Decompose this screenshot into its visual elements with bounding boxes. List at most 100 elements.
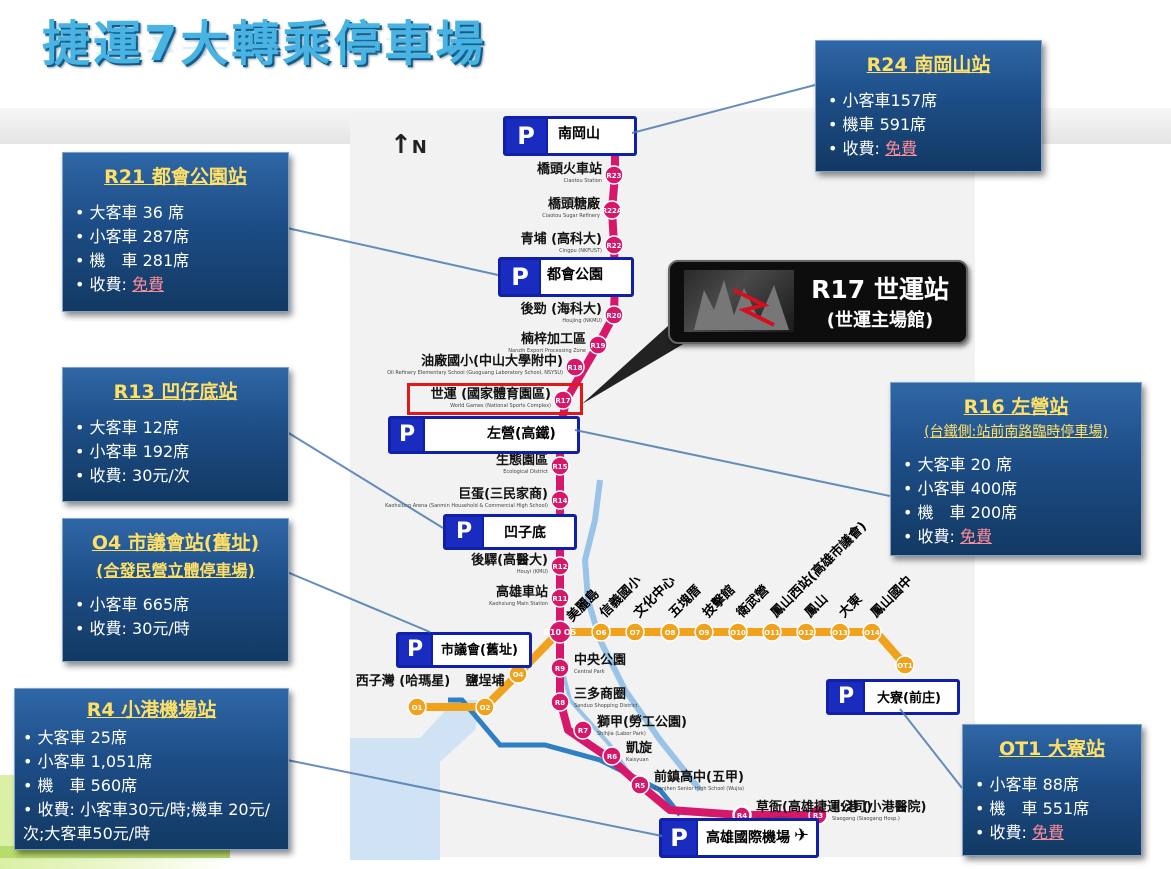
callout-ot1: OT1 大寮站 小客車 88席 機 車 551席 收費: 免費: [962, 724, 1142, 856]
parking-icon: P: [501, 260, 539, 294]
callout-subtitle: (世運主場館): [826, 310, 934, 331]
station-dot-r23-code: R23: [606, 172, 621, 180]
callout-item: 大客車 20 席: [903, 453, 1141, 477]
station-dot-o6: [591, 622, 611, 642]
callout-item-fee: 收費: 免費: [828, 137, 1041, 161]
station-label-o2: 鹽埕埔: [465, 673, 504, 689]
station-label-r5-en: Cianjhen Senior High School (Wujia): [654, 786, 744, 792]
station-dot-r8-code: R8: [555, 699, 565, 707]
station-label-r22a-en: Ciaotou Sugar Refinery: [542, 213, 600, 219]
station-label-r12: 後驛(高醫大): [471, 552, 548, 568]
callout-r16: R16 左營站 (台鐵側:站前南路臨時停車場) 大客車 20 席 小客車 400…: [890, 382, 1142, 556]
callout-item: 小客車 1,051席: [23, 750, 278, 774]
callout-item: 機 車 200席: [903, 501, 1141, 525]
parking-icon: P: [662, 821, 696, 855]
station-label-r17: 世運 (國家體育園區): [431, 386, 551, 402]
callout-title: R24 南岡山站: [866, 54, 991, 76]
station-label-r19: 楠梓加工區: [520, 331, 586, 347]
callout-r17: R17 世運站 (世運主場館): [668, 260, 968, 344]
station-dot-r22a: [602, 200, 622, 220]
callout-item: 機 車 281席: [75, 249, 288, 273]
fee-free-link[interactable]: 免費: [132, 275, 165, 294]
station-dot-r6-code: R6: [607, 753, 617, 761]
station-dot-o1-code: O1: [412, 704, 423, 712]
fee-free-link[interactable]: 免費: [960, 527, 993, 546]
station-dot-r7-code: R7: [578, 727, 588, 735]
station-label-o1: 西子灣 (哈瑪星): [356, 673, 450, 689]
world-games-photo: [684, 270, 794, 332]
parking-icon: P: [391, 419, 423, 451]
callout-item: 小客車 192席: [75, 440, 288, 464]
station-label-r11-en: Kaohsiung Main Station: [489, 601, 548, 607]
callout-title: R17 世運站: [811, 275, 949, 304]
parking-marker-r13: P 凹子底: [443, 514, 577, 550]
callout-item-fee: 收費: 免費: [903, 525, 1141, 549]
callout-item: 機 車 551席: [975, 797, 1141, 821]
callout-item: 大客車 12席: [75, 416, 288, 440]
page-title: 捷運7大轉乘停車場: [42, 16, 487, 72]
station-dot-o2: [475, 697, 495, 717]
station-dot-ot1-code: OT1: [897, 662, 913, 670]
station-label-ot1: 大寮(前庄): [877, 691, 941, 706]
station-label-r6: 凱旋: [626, 740, 653, 756]
callout-r13: R13 凹仔底站 大客車 12席 小客車 192席 收費: 30元/次: [62, 367, 289, 502]
station-dot-r22-code: R22: [606, 242, 621, 250]
airplane-icon: ✈: [794, 825, 810, 846]
fee-free-link[interactable]: 免費: [885, 139, 918, 158]
station-label-r13: 凹子底: [504, 525, 546, 541]
callout-item: 機車 591席: [828, 113, 1041, 137]
station-dot-o12-code: O12: [798, 629, 814, 637]
station-dot-o7-code: O7: [630, 629, 641, 637]
station-label-r3-en: Siaogang (Siaogang Hosp.): [832, 816, 900, 822]
callout-item: 小客車 665席: [75, 593, 288, 617]
station-dot-r17: [553, 390, 573, 410]
callout-r21: R21 都會公園站 大客車 36 席 小客車 287席 機 車 281席 收費:…: [62, 152, 289, 312]
station-dot-r22a-code: R22A: [602, 207, 623, 215]
callout-item: 小客車 400席: [903, 477, 1141, 501]
station-dot-o12: [796, 622, 816, 642]
station-dot-r14: [550, 490, 570, 510]
station-dot-r7: [573, 720, 593, 740]
callout-item: 收費: 小客車30元/時;機車 20元/次;大客車50元/時: [23, 798, 278, 846]
station-dot-o13: [830, 622, 850, 642]
station-label-r14: 巨蛋(三民家商): [458, 486, 548, 502]
station-dot-o10-code: O10: [730, 629, 746, 637]
callout-item: 小客車 287席: [75, 225, 288, 249]
callout-subtitle: (台鐵側:站前南路臨時停車場): [924, 424, 1108, 440]
station-dot-r12: [550, 556, 570, 576]
station-dot-r14-code: R14: [552, 497, 567, 505]
station-label-r15: 生態園區: [496, 452, 548, 468]
station-label-o4: 市議會(舊址): [441, 643, 518, 658]
fee-free-link[interactable]: 免費: [1032, 823, 1065, 842]
station-label-r17-en: World Games (National Sports Complex): [450, 403, 551, 409]
station-dot-o9-code: O9: [699, 629, 710, 637]
station-dot-r22: [604, 235, 624, 255]
station-dot-o14: [862, 622, 882, 642]
station-dot-r3-code: R3: [813, 812, 823, 820]
river-line: [581, 479, 703, 792]
station-dot-r11-code: R11: [552, 595, 567, 603]
station-dot-o9: [694, 622, 714, 642]
callout-item: 大客車 25席: [23, 726, 278, 750]
station-dot-r8: [550, 692, 570, 712]
callout-item: 大客車 36 席: [75, 201, 288, 225]
station-label-r22a: 橋頭糖廠: [548, 196, 601, 212]
callout-item-fee: 收費: 免費: [975, 821, 1141, 845]
station-label-r21: 都會公園: [547, 267, 603, 283]
station-dot-r11: [550, 588, 570, 608]
callout-title: R4 小港機場站: [86, 699, 217, 721]
parking-marker-r24: P 南岡山: [503, 116, 637, 156]
station-label-r20: 後勁 (海科大): [521, 301, 602, 317]
station-dot-r19-code: R19: [590, 342, 605, 350]
station-label-r19-en: Nanzih Export Processing Zone: [508, 348, 586, 354]
callout-item: 收費: 30元/次: [75, 464, 288, 488]
parking-icon: P: [399, 635, 431, 665]
station-dot-o6-code: O6: [596, 629, 607, 637]
parking-marker-o4: P 市議會(舊址): [396, 632, 532, 668]
station-dot-r18-code: R18: [567, 364, 582, 372]
callout-item: 機 車 560席: [23, 774, 278, 798]
station-dot-o11: [762, 622, 782, 642]
callout-item-fee: 收費: 免費: [75, 273, 288, 297]
parking-marker-r16: P 左營(高鐵): [388, 416, 580, 454]
highlight-r17: [407, 383, 583, 415]
